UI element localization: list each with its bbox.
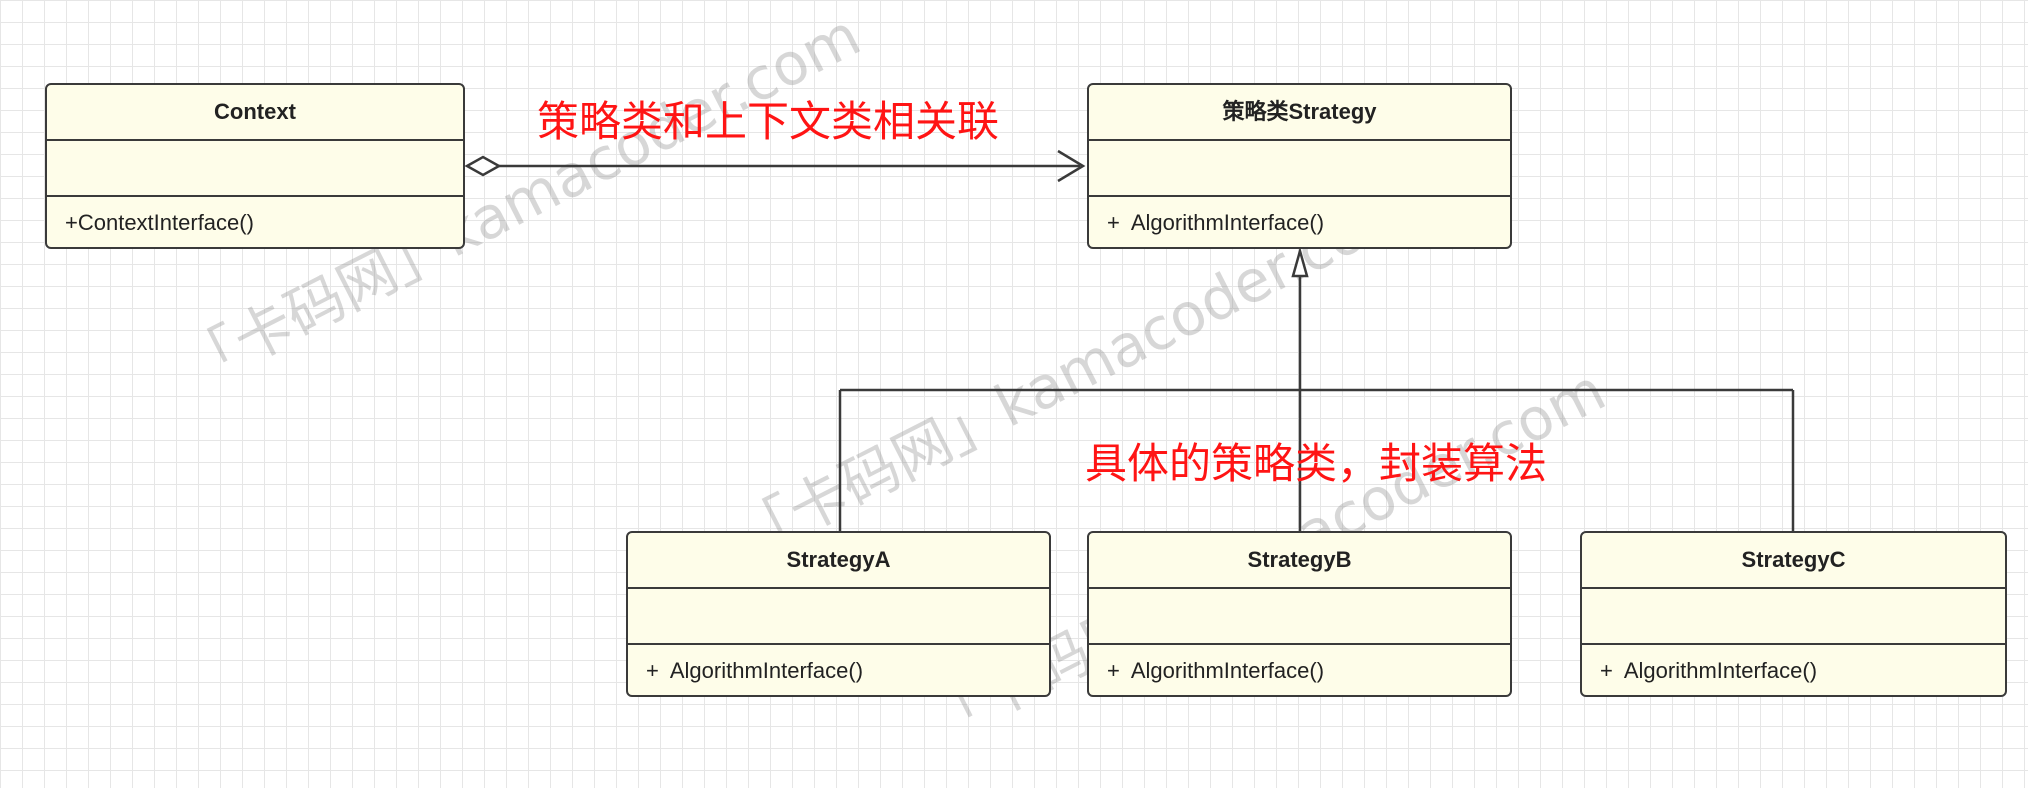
class-method: + AlgorithmInterface() [1600, 658, 1818, 683]
class-method: + AlgorithmInterface() [1107, 210, 1325, 235]
class-attributes [47, 141, 463, 197]
class-attributes [1089, 141, 1510, 197]
class-attributes [1089, 589, 1510, 645]
class-attributes [628, 589, 1049, 645]
class-strategy-b[interactable]: StrategyB + AlgorithmInterface() [1087, 531, 1512, 697]
aggregation-diamond [464, 155, 502, 177]
class-context[interactable]: Context +ContextInterface() [45, 83, 465, 249]
generalization-triangle [1291, 246, 1309, 278]
class-name: 策略类Strategy [1089, 85, 1510, 141]
class-method: + AlgorithmInterface() [1107, 658, 1325, 683]
class-name: StrategyC [1582, 533, 2005, 589]
class-method: +ContextInterface() [65, 210, 254, 235]
class-name: StrategyA [628, 533, 1049, 589]
note-concrete-strategies: 具体的策略类，封装算法 [1085, 439, 1548, 488]
note-association: 策略类和上下文类相关联 [537, 97, 1000, 146]
class-attributes [1582, 589, 2005, 645]
association-arrowhead [1057, 149, 1086, 183]
class-name: Context [47, 85, 463, 141]
class-strategy[interactable]: 策略类Strategy + AlgorithmInterface() [1087, 83, 1512, 249]
class-method: + AlgorithmInterface() [646, 658, 864, 683]
class-strategy-c[interactable]: StrategyC + AlgorithmInterface() [1580, 531, 2007, 697]
class-name: StrategyB [1089, 533, 1510, 589]
class-strategy-a[interactable]: StrategyA + AlgorithmInterface() [626, 531, 1051, 697]
